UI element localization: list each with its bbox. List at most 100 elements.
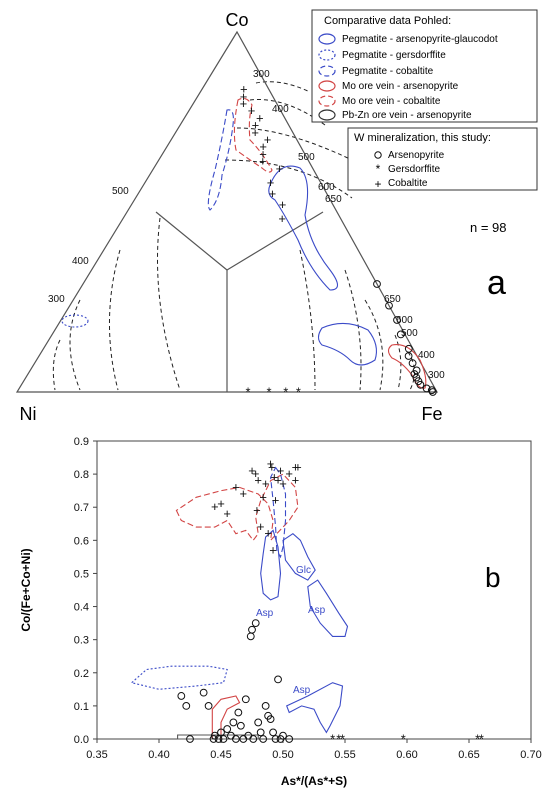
ternary-point-cobaltite-8: + [259, 139, 267, 154]
field-label-asp-2: Asp [308, 605, 326, 616]
scatter-point-arsenopyrite-19 [246, 632, 255, 641]
legend-comparative-box [311, 9, 538, 123]
scatter-point-arsenopyrite-28 [266, 715, 275, 724]
scatter-point-arsenopyrite-5 [209, 735, 218, 743]
scatter-point-arsenopyrite-3 [199, 688, 208, 697]
scatter-point-arsenopyrite-4 [204, 701, 213, 710]
x-tick-label: 0.35 [86, 749, 107, 761]
x-axis-label: As*/(As*+S) [281, 774, 347, 788]
field-pegmatite-gersdorffite-ternary [61, 314, 89, 328]
scatter-point-cobaltite-24: + [292, 473, 300, 488]
ternary-point-cobaltite-0: + [240, 82, 248, 97]
x-tick-label: 0.45 [210, 749, 231, 761]
ternary-point-cobaltite-15: + [278, 211, 286, 226]
y-tick-label: 0.4 [74, 602, 89, 614]
ternary-point-cobaltite-14: + [279, 197, 287, 212]
legend-item-gersdorffite-study: Gersdorffite [388, 164, 440, 175]
field-label-asp-3: Asp [293, 685, 311, 696]
scatter-point-arsenopyrite-11 [227, 731, 235, 740]
ternary-panel: Co Ni Fe 300 400 500 600 650 500 400 300… [15, 9, 538, 424]
scatter-point-gersdorffite-4: * [475, 732, 480, 747]
scatter-point-cobaltite-7: + [253, 503, 261, 518]
ternary-point-arsenopyrite-12 [422, 384, 431, 393]
field-mo-asp [211, 695, 241, 740]
legend-item-arsenopyrite: Arsenopyrite [388, 150, 445, 161]
scatter-point-cobaltite-19: + [277, 463, 285, 478]
ternary-point-arsenopyrite-3 [396, 330, 405, 339]
ternary-point-arsenopyrite-6 [408, 359, 417, 368]
scatter-point-arsenopyrite-30 [271, 735, 280, 743]
scatter-point-cobaltite-21: + [285, 466, 293, 481]
isotherm-label-600-top: 600 [318, 182, 335, 193]
ternary-point-cobaltite-12: + [267, 175, 275, 190]
n-label: n = 98 [470, 220, 507, 235]
ternary-point-cobaltite-9: + [259, 146, 267, 161]
y-tick-label: 0.1 [74, 701, 89, 713]
scatter-point-gersdorffite-5: * [479, 732, 484, 747]
x-tick-label: 0.65 [458, 749, 479, 761]
legend-item-asp-glc: Pegmatite - arsenopyrite-glaucodot [342, 34, 498, 45]
scatter-point-arsenopyrite-15 [236, 721, 245, 730]
field-pegmatite-asp-2 [307, 579, 349, 637]
scatter-point-arsenopyrite-29 [269, 728, 277, 737]
scatter-point-arsenopyrite-10 [223, 725, 232, 733]
scatter-point-arsenopyrite-34 [285, 735, 294, 743]
x-tick-label: 0.60 [396, 749, 417, 761]
scatter-point-gersdorffite-0: * [330, 732, 335, 747]
y-tick-label: 0.6 [74, 535, 89, 547]
legend-swatch-asp-glc [318, 33, 336, 45]
scatter-point-gersdorffite-1: * [336, 732, 341, 747]
scatter-point-arsenopyrite-18 [244, 731, 253, 740]
scatter-point-cobaltite-5: + [248, 463, 256, 478]
legend-swatch-pbzn-asp [318, 109, 336, 121]
ternary-point-arsenopyrite-11 [416, 380, 425, 389]
scatter-fields [130, 466, 349, 740]
isotherm-label-650-right: 650 [384, 294, 401, 305]
scatter-point-arsenopyrite-23 [254, 718, 263, 727]
isotherm-labels: 300 400 500 600 650 500 400 300 650 600 … [48, 69, 445, 381]
scatter-point-cobaltite-15: + [269, 542, 277, 557]
apex-label-fe: Fe [421, 404, 442, 424]
isotherm-label-400-left: 400 [72, 256, 89, 267]
legend-swatch-cobaltite [318, 65, 336, 77]
ternary-point-cobaltite-6: + [251, 125, 259, 140]
isotherm-label-500-right: 500 [401, 328, 418, 339]
scatter-point-arsenopyrite-25 [259, 735, 268, 743]
scatter-point-arsenopyrite-21 [249, 735, 258, 743]
scatter-point-arsenopyrite-0 [177, 692, 186, 700]
field-pegmatite-asp-3 [286, 682, 344, 734]
field-pegmatite-asp-ternary-right [317, 322, 377, 366]
scatter-point-cobaltite-13: + [267, 456, 275, 471]
isotherm-label-650-top: 650 [325, 194, 342, 205]
field-mo-cobaltite-ternary [233, 97, 273, 173]
field-pegmatite-cobaltite-ternary [207, 109, 234, 211]
scatter-point-arsenopyrite-8 [217, 728, 225, 737]
apex-label-co: Co [225, 10, 248, 30]
field-label-glc: Glc [296, 565, 311, 576]
legend-swatch-mo-cobaltite [318, 95, 336, 107]
panel-a-label: a [487, 264, 506, 302]
y-tick-label: 0.7 [74, 502, 89, 514]
isotherm-label-400-right: 400 [418, 350, 435, 361]
scatter-point-arsenopyrite-12 [229, 718, 238, 727]
y-tick-label: 0.8 [74, 469, 89, 481]
field-pegmatite-glc [282, 533, 316, 581]
ternary-points: ****++++++++++++++++ [240, 82, 437, 400]
isotherm-label-300-right: 300 [428, 370, 445, 381]
scatter-point-cobaltite-1: + [217, 496, 225, 511]
y-tick-label: 0.2 [74, 668, 89, 680]
ternary-point-cobaltite-10: + [259, 154, 267, 169]
ternary-point-cobaltite-4: + [256, 110, 264, 125]
scatter-point-arsenopyrite-31 [274, 675, 282, 684]
scatter-point-cobaltite-18: + [274, 473, 282, 488]
scatter-point-arsenopyrite-1 [182, 701, 191, 710]
ternary-point-arsenopyrite-1 [385, 301, 393, 310]
y-tick-label: 0.0 [74, 734, 89, 746]
legend-item-cobaltite: Pegmatite - cobaltite [342, 66, 434, 77]
ternary-point-arsenopyrite-5 [404, 352, 413, 360]
x-tick-label: 0.40 [148, 749, 169, 761]
ternary-point-arsenopyrite-0 [373, 280, 381, 288]
ternary-point-gersdorffite-0: * [245, 385, 250, 400]
scatter-point-arsenopyrite-14 [234, 708, 243, 717]
